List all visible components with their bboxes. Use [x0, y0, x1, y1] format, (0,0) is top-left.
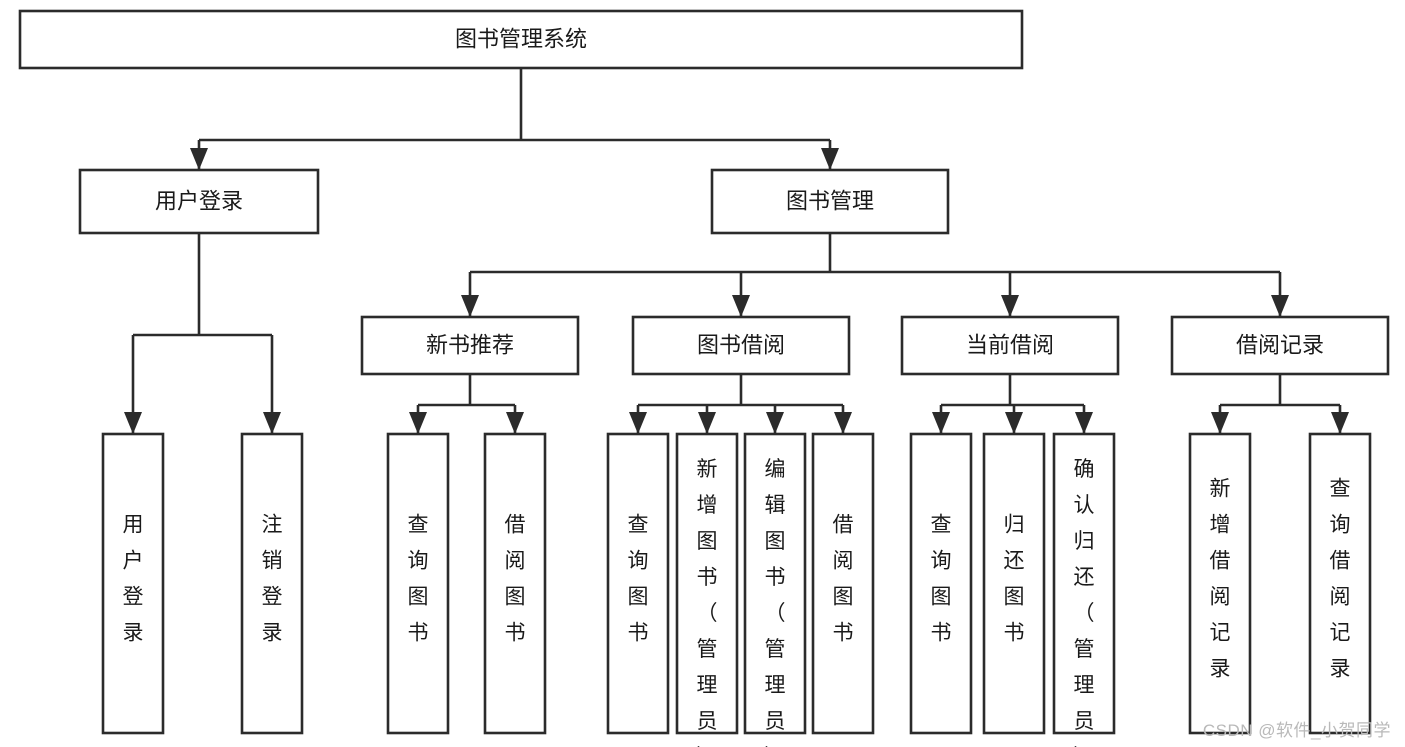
node-leaf-bb-add-book[interactable]: 新增图书（管理员）	[675, 432, 739, 747]
book-manage-arrow-1	[732, 295, 750, 317]
node-leaf-rec-query-book[interactable]: 查询图书	[386, 432, 450, 735]
borrow-record-arrow-1	[1331, 412, 1349, 434]
book-borrow-arrow-1	[698, 412, 716, 434]
node-leaf-cb-confirm-return-box	[1052, 432, 1116, 735]
recommend-arrow-0	[409, 412, 427, 434]
node-leaf-user-logout[interactable]: 注销登录	[240, 432, 304, 735]
current-borrow-arrow-0	[932, 412, 950, 434]
node-borrow-record-box	[1170, 315, 1390, 376]
node-leaf-br-add-record-box	[1188, 432, 1252, 735]
node-leaf-user-logout-box	[240, 432, 304, 735]
node-new-book-recommend[interactable]: 新书推荐	[360, 315, 580, 376]
node-book-borrow[interactable]: 图书借阅	[631, 315, 851, 376]
node-leaf-bb-add-book-box	[675, 432, 739, 735]
borrow-record-arrow-0	[1211, 412, 1229, 434]
node-leaf-bb-borrow-book-box	[811, 432, 875, 735]
current-borrow-arrow-2	[1075, 412, 1093, 434]
node-leaf-cb-confirm-return[interactable]: 确认归还（管理员）	[1052, 432, 1116, 747]
node-leaf-br-query-record-box	[1308, 432, 1372, 735]
node-leaf-cb-return-book-box	[982, 432, 1046, 735]
node-root-box	[18, 9, 1024, 70]
node-leaf-br-add-record[interactable]: 新增借阅记录	[1188, 432, 1252, 735]
node-leaf-bb-query-book-box	[606, 432, 670, 735]
node-leaf-br-query-record-label: 查询借阅记录	[1330, 478, 1351, 681]
node-leaf-user-login-label: 用户登录	[123, 514, 144, 645]
node-leaf-cb-query-book[interactable]: 查询图书	[909, 432, 973, 735]
node-leaf-bb-query-book-label: 查询图书	[628, 514, 649, 645]
node-leaf-rec-borrow-book-box	[483, 432, 547, 735]
node-leaf-bb-edit-book[interactable]: 编辑图书（管理员）	[743, 432, 807, 747]
node-book-borrow-box	[631, 315, 851, 376]
node-user-login-box	[78, 168, 320, 235]
node-leaf-user-login[interactable]: 用户登录	[101, 432, 165, 735]
csdn-watermark: CSDN @软件_小贺同学	[1202, 721, 1391, 740]
node-leaf-user-logout-label: 注销登录	[262, 514, 283, 645]
node-leaf-bb-edit-book-box	[743, 432, 807, 735]
node-book-manage-box	[710, 168, 950, 235]
node-book-manage-label: 图书管理	[786, 188, 874, 213]
connector-edges	[124, 68, 1349, 434]
node-user-login-label: 用户登录	[155, 188, 243, 213]
node-book-borrow-label: 图书借阅	[697, 332, 785, 357]
root-arrow-0	[190, 148, 208, 170]
book-borrow-arrow-2	[766, 412, 784, 434]
node-leaf-cb-query-book-box	[909, 432, 973, 735]
node-current-borrow[interactable]: 当前借阅	[900, 315, 1120, 376]
book-manage-arrow-3	[1271, 295, 1289, 317]
node-leaf-bb-add-book-label: 新增图书（管理员）	[697, 458, 718, 747]
node-root[interactable]: 图书管理系统	[18, 9, 1024, 70]
node-leaf-bb-query-book[interactable]: 查询图书	[606, 432, 670, 735]
book-manage-arrow-0	[461, 295, 479, 317]
node-leaf-br-add-record-label: 新增借阅记录	[1210, 478, 1231, 681]
node-current-borrow-box	[900, 315, 1120, 376]
recommend-arrow-1	[506, 412, 524, 434]
node-borrow-record-label: 借阅记录	[1236, 332, 1324, 357]
node-leaf-cb-return-book-label: 归还图书	[1004, 514, 1025, 645]
node-leaf-rec-query-book-box	[386, 432, 450, 735]
user-login-arrow-1	[263, 412, 281, 434]
node-borrow-record[interactable]: 借阅记录	[1170, 315, 1390, 376]
node-book-manage[interactable]: 图书管理	[710, 168, 950, 235]
node-current-borrow-label: 当前借阅	[966, 332, 1054, 357]
node-leaf-bb-borrow-book[interactable]: 借阅图书	[811, 432, 875, 735]
node-leaf-cb-query-book-label: 查询图书	[931, 514, 952, 645]
node-root-label: 图书管理系统	[455, 26, 587, 51]
node-new-book-recommend-box	[360, 315, 580, 376]
node-leaf-cb-confirm-return-label: 确认归还（管理员）	[1074, 458, 1095, 747]
node-leaf-cb-return-book[interactable]: 归还图书	[982, 432, 1046, 735]
current-borrow-arrow-1	[1005, 412, 1023, 434]
node-leaf-rec-borrow-book-label: 借阅图书	[505, 514, 526, 645]
book-borrow-arrow-0	[629, 412, 647, 434]
book-manage-arrow-2	[1001, 295, 1019, 317]
root-arrow-1	[821, 148, 839, 170]
node-new-book-recommend-label: 新书推荐	[426, 332, 514, 357]
diagram-nodes: 图书管理系统用户登录图书管理新书推荐图书借阅当前借阅借阅记录用户登录注销登录查询…	[18, 9, 1390, 747]
user-login-arrow-0	[124, 412, 142, 434]
node-leaf-rec-query-book-label: 查询图书	[408, 514, 429, 645]
node-leaf-bb-borrow-book-label: 借阅图书	[833, 514, 854, 645]
node-leaf-br-query-record[interactable]: 查询借阅记录	[1308, 432, 1372, 735]
node-leaf-rec-borrow-book[interactable]: 借阅图书	[483, 432, 547, 735]
node-user-login[interactable]: 用户登录	[78, 168, 320, 235]
book-borrow-arrow-3	[834, 412, 852, 434]
node-leaf-user-login-box	[101, 432, 165, 735]
